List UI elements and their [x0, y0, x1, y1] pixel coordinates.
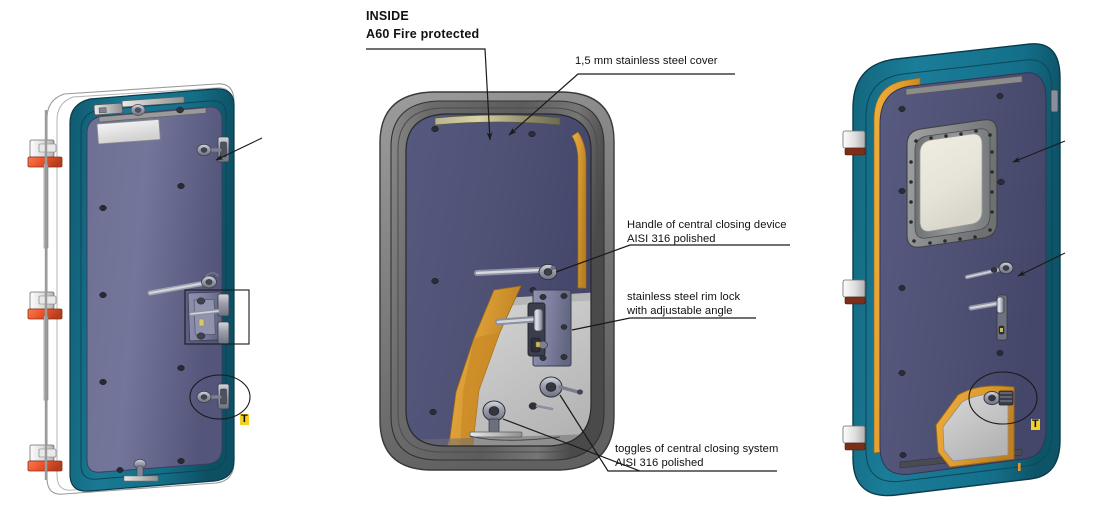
left-door-nameplate	[96, 119, 161, 145]
right-door-hinge-1	[842, 130, 866, 156]
right-door-frame-bevel	[865, 59, 1053, 483]
right-door-strike-plate	[1050, 89, 1059, 113]
middle-door-panel-outline	[405, 113, 592, 447]
middle-door-frame-rebate	[397, 107, 598, 453]
left-door-panel	[86, 106, 223, 473]
left-door-detail-box	[184, 289, 250, 345]
annotation-steel-cover-line1: 1,5 mm stainless steel cover	[575, 55, 718, 67]
leader-toggles-a	[559, 394, 777, 472]
section-marker-left: T	[240, 413, 249, 425]
middle-door-rim-lock	[494, 289, 572, 367]
right-door-top-seal	[905, 75, 1023, 96]
right-door-central-handle	[964, 261, 1014, 280]
right-door-handle	[968, 294, 1008, 341]
right-door-window-glass	[919, 133, 983, 232]
door-right-outside-view	[842, 43, 1066, 497]
left-door-bottom-hardware	[123, 459, 159, 482]
middle-door-cut-face-bolt	[528, 402, 554, 411]
left-door-central-handle	[147, 272, 219, 296]
annotation-rimlock-line1: stainless steel rim lock	[627, 291, 741, 303]
leader-steel-cover	[508, 73, 735, 136]
middle-door-panel-bolts	[429, 125, 537, 416]
right-door-panel-bolts	[898, 93, 1005, 458]
left-door-toggle-lower	[189, 374, 251, 420]
annotation-handle-line2: AISI 316 polished	[627, 233, 716, 245]
left-door-detail-circle	[189, 374, 251, 420]
door-left-inside-view	[27, 83, 263, 495]
right-door-hinge-3	[842, 425, 866, 451]
middle-door-central-closing-handle	[474, 263, 558, 281]
right-door-hinge-2	[842, 279, 866, 305]
right-door-leader-line-upper	[1012, 140, 1066, 163]
door-middle-section-view	[379, 91, 615, 471]
title-a60-fire-protected: A60 Fire protected	[366, 27, 480, 41]
right-door-reference-tick	[1018, 463, 1021, 471]
leader-inside-a60	[366, 48, 493, 141]
left-door-rim-lock	[184, 289, 250, 345]
annotation-toggles-line1: toggles of central closing system	[615, 443, 779, 455]
right-door-detail-circle	[968, 371, 1038, 425]
annotation-rimlock-line2: with adjustable angle	[627, 305, 733, 317]
left-door-frame-bevel	[80, 100, 227, 480]
leader-central-handle	[555, 244, 790, 273]
right-door-leader-line-lower	[1017, 252, 1066, 277]
left-door-panel-bolts	[99, 106, 185, 473]
middle-door-toggle-bottom	[469, 400, 561, 441]
annotation-handle-line1: Handle of central closing device	[627, 219, 787, 231]
annotation-toggles-line2: AISI 316 polished	[615, 457, 704, 469]
right-door-window-bolts	[909, 129, 994, 245]
middle-door-edge-insulation	[571, 131, 587, 289]
middle-door-toggle-right	[539, 376, 583, 398]
middle-door-insulation-facet	[460, 332, 500, 446]
left-door-top-hardware	[93, 96, 185, 116]
right-door-cutaway	[935, 371, 1038, 468]
section-marker-right: T	[1031, 418, 1040, 430]
title-inside: INSIDE	[366, 9, 409, 23]
leader-toggles-b	[502, 418, 641, 472]
left-door-leader-line	[215, 137, 263, 161]
right-door-window	[906, 119, 998, 248]
leader-rim-lock	[571, 317, 756, 331]
annotation-leaders	[366, 48, 790, 472]
